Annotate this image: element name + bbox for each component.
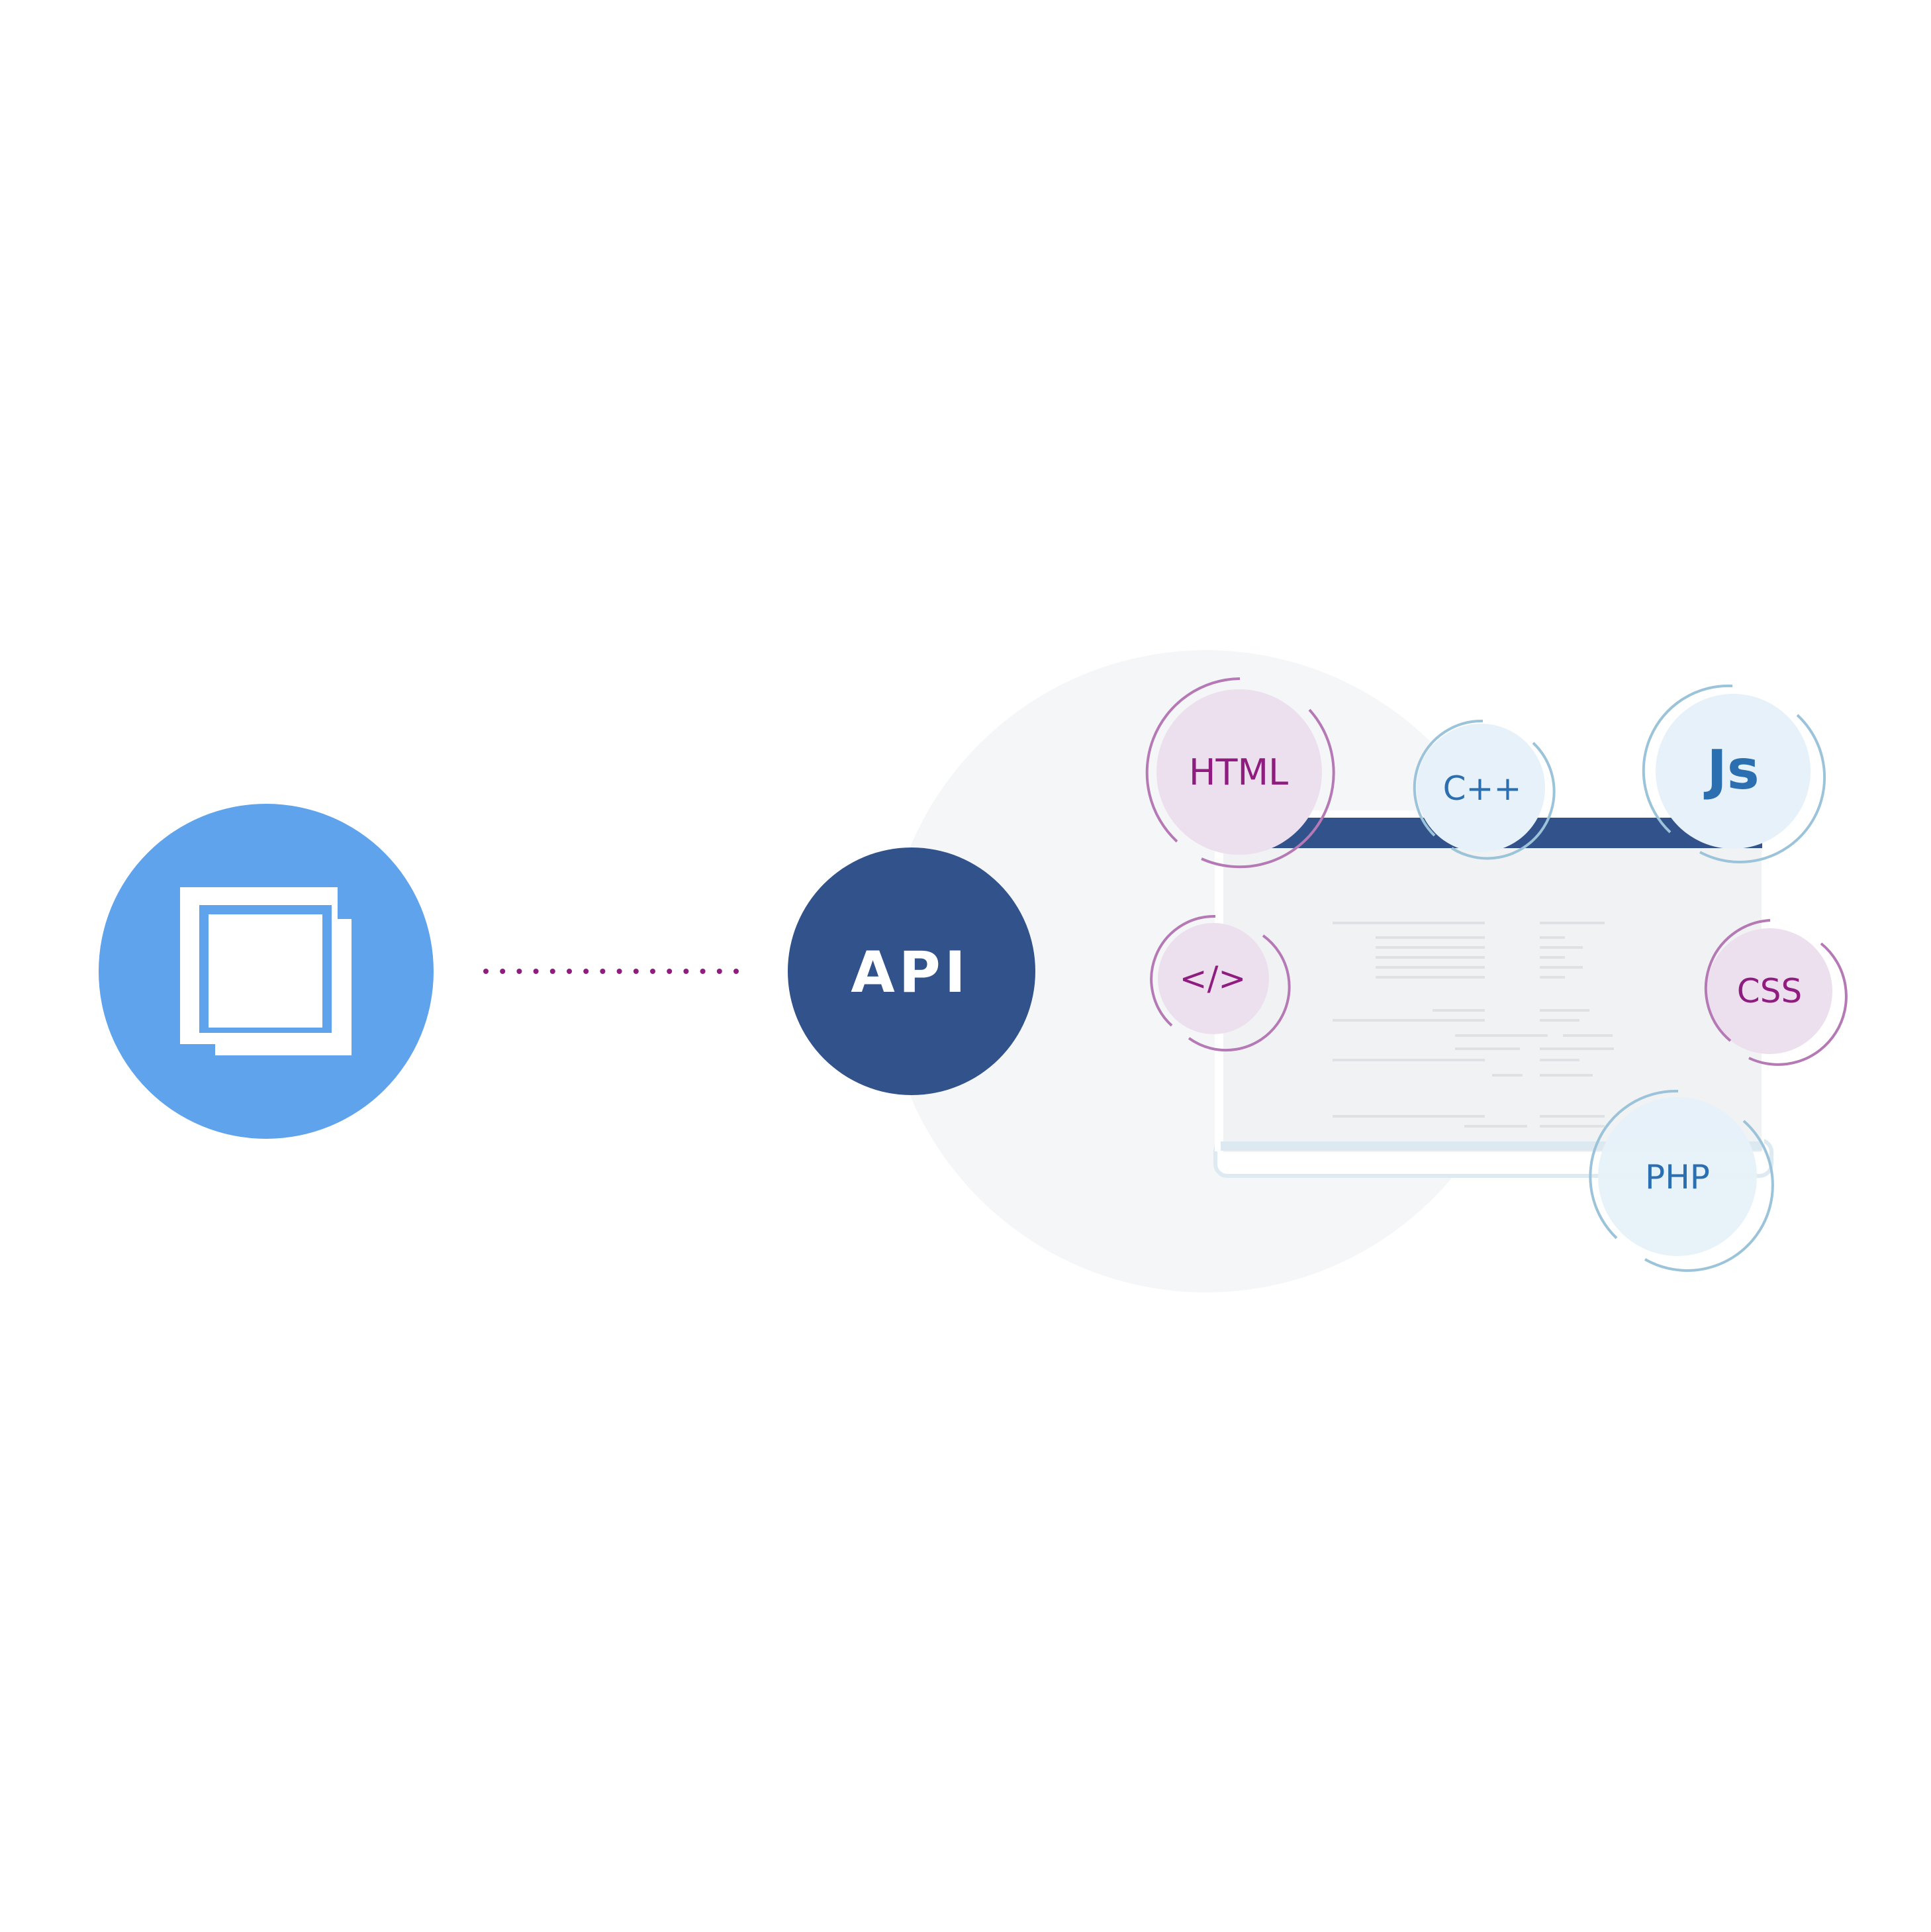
code-line xyxy=(1540,1009,1589,1012)
code-line xyxy=(1376,956,1485,959)
connector-dot xyxy=(549,969,555,974)
code-line xyxy=(1540,1115,1605,1118)
connector-dot xyxy=(633,969,639,974)
php-label: PHP xyxy=(1645,1158,1710,1196)
code-line xyxy=(1333,1019,1485,1022)
code-line xyxy=(1464,1125,1527,1128)
cpp-badge: C++ xyxy=(1413,719,1556,860)
php-badge: PHP xyxy=(1589,1089,1774,1272)
connector-dot xyxy=(483,969,489,974)
code-line xyxy=(1376,946,1485,949)
code-line xyxy=(1540,1019,1579,1022)
api-label: API xyxy=(851,940,970,1006)
connector-dot xyxy=(683,969,689,974)
css-badge: CSS xyxy=(1704,919,1848,1066)
code-line xyxy=(1540,966,1583,969)
code-line xyxy=(1333,1115,1485,1118)
cpp-label: C++ xyxy=(1443,769,1522,808)
js-label: Js xyxy=(1703,739,1759,802)
code-line xyxy=(1333,1059,1485,1061)
code-line xyxy=(1540,1074,1593,1077)
code-line xyxy=(1540,922,1605,924)
connector-dot xyxy=(616,969,622,974)
code-line xyxy=(1376,966,1485,969)
connector-dot xyxy=(583,969,589,974)
code-line xyxy=(1433,1009,1485,1012)
api-node: API xyxy=(788,847,1035,1095)
connector-dot xyxy=(600,969,606,974)
code-line xyxy=(1455,1047,1520,1050)
code-line xyxy=(1455,1034,1548,1037)
code-line xyxy=(1563,1034,1613,1037)
windows-stack-icon xyxy=(180,887,352,1055)
api-circle xyxy=(788,847,1035,1095)
code-line xyxy=(1376,976,1485,979)
connector-dot xyxy=(567,969,572,974)
code-line xyxy=(1376,936,1485,939)
code-line xyxy=(1540,956,1565,959)
code-line xyxy=(1333,922,1485,924)
connector-dot xyxy=(667,969,673,974)
code-lines xyxy=(1333,922,1614,1128)
code-line xyxy=(1492,1074,1523,1077)
connector-dot xyxy=(716,969,722,974)
code-badge: </> xyxy=(1150,914,1291,1052)
code-line xyxy=(1540,936,1565,939)
code-line xyxy=(1540,1047,1614,1050)
connector-dot xyxy=(533,969,539,974)
code-line xyxy=(1540,946,1583,949)
dotted-connector xyxy=(483,969,739,974)
app-node xyxy=(99,804,434,1139)
html-label: HTML xyxy=(1189,751,1288,793)
code-line xyxy=(1540,976,1565,979)
connector-dot xyxy=(733,969,739,974)
connector-dot xyxy=(650,969,655,974)
connector-dot xyxy=(700,969,706,974)
connector-dot xyxy=(500,969,506,974)
connector-dot xyxy=(516,969,522,974)
code-label: </> xyxy=(1180,959,1247,998)
css-label: CSS xyxy=(1737,972,1802,1010)
html-badge: HTML xyxy=(1145,677,1335,869)
code-line xyxy=(1540,1059,1579,1061)
js-badge: Js xyxy=(1642,684,1826,863)
code-line xyxy=(1540,1125,1605,1128)
